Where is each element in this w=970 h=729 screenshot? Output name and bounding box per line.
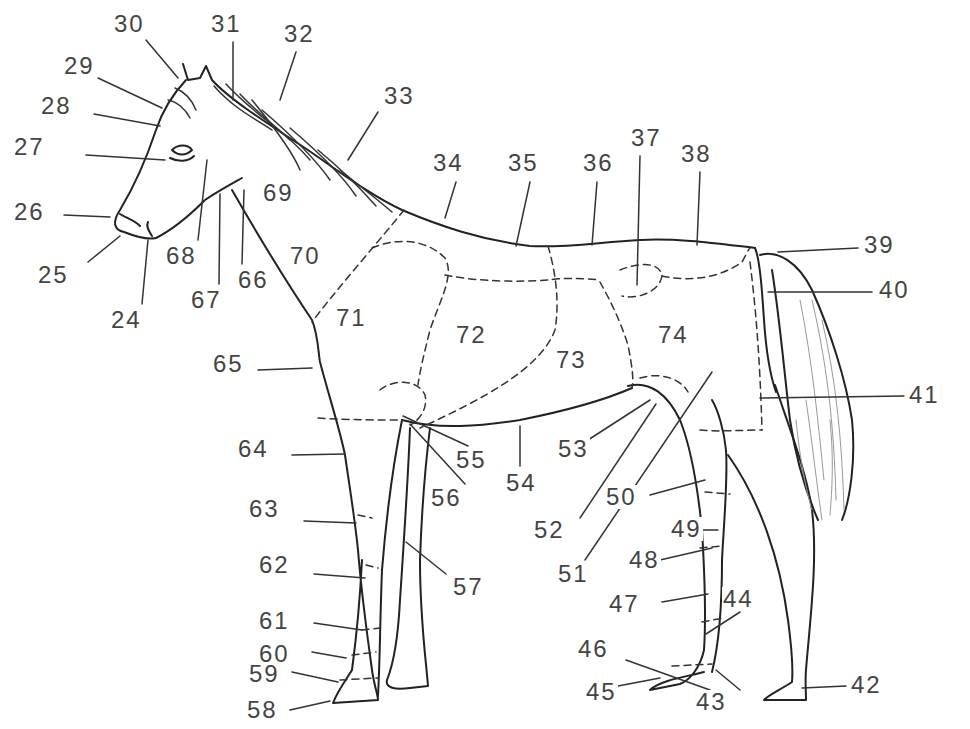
callout-number: 72 (455, 323, 488, 347)
callout-number: 56 (430, 486, 463, 510)
callout-number: 35 (507, 151, 540, 175)
callout-number: 48 (628, 548, 661, 572)
callout-number: 33 (383, 84, 416, 108)
callout-number: 46 (577, 637, 610, 661)
callout-number: 71 (335, 306, 368, 330)
callout-number: 69 (262, 181, 295, 205)
callout-number: 37 (630, 126, 663, 150)
callout-number: 59 (248, 662, 281, 686)
callout-number: 24 (110, 308, 143, 332)
callout-number: 66 (237, 268, 270, 292)
callout-number: 34 (432, 151, 465, 175)
callout-number: 27 (13, 135, 46, 159)
callout-number: 45 (585, 680, 618, 704)
callout-number: 74 (657, 323, 690, 347)
callout-number: 42 (850, 673, 883, 697)
callout-number: 70 (289, 244, 322, 268)
callout-number: 63 (248, 497, 281, 521)
callout-number: 54 (505, 471, 538, 495)
callout-number: 36 (582, 151, 615, 175)
callout-number: 73 (555, 348, 588, 372)
callout-number: 68 (165, 244, 198, 268)
callout-number: 64 (237, 437, 270, 461)
callout-number: 32 (283, 22, 316, 46)
callout-number: 53 (557, 437, 590, 461)
callout-number: 47 (608, 592, 641, 616)
callout-number: 52 (533, 518, 566, 542)
callout-number: 62 (258, 553, 291, 577)
callout-number: 51 (557, 562, 590, 586)
callout-number: 43 (695, 690, 728, 714)
callout-number: 26 (13, 200, 46, 224)
callout-number: 57 (452, 575, 485, 599)
callout-number: 65 (212, 352, 245, 376)
callout-number: 29 (63, 54, 96, 78)
callout-number: 44 (722, 587, 755, 611)
callout-number: 39 (863, 233, 896, 257)
callout-number: 67 (190, 288, 223, 312)
callout-number: 55 (455, 448, 488, 472)
callout-number: 25 (37, 263, 70, 287)
callout-number: 40 (878, 278, 911, 302)
callout-number: 50 (605, 485, 638, 509)
callout-number: 38 (680, 142, 713, 166)
callout-number: 30 (113, 12, 146, 36)
callout-number: 28 (40, 94, 73, 118)
callout-number: 61 (258, 609, 291, 633)
callout-number: 58 (246, 698, 279, 722)
callout-number: 31 (210, 12, 243, 36)
callout-number: 41 (908, 383, 941, 407)
callout-number: 49 (670, 517, 703, 541)
